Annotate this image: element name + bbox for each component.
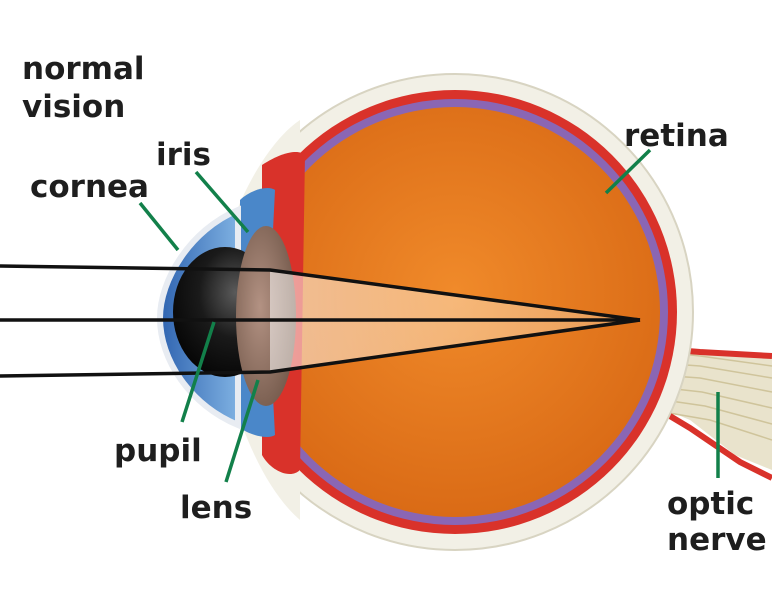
label-pupil: pupil (114, 433, 202, 469)
leader-pupil (180, 321, 216, 423)
leader-lines (138, 148, 720, 483)
label-optic-line-1: optic (667, 486, 755, 522)
leader-cornea (138, 201, 180, 252)
label-cornea: cornea (30, 169, 149, 205)
light-ray-top (0, 264, 641, 322)
light-ray-bottom (0, 318, 641, 378)
label-optic-line-2: nerve (667, 522, 767, 558)
label-retina: retina (624, 118, 729, 154)
label-lens: lens (180, 490, 253, 526)
leader-iris (194, 170, 250, 234)
leader-retina (604, 148, 652, 195)
title-line-1: normal (22, 51, 145, 87)
light-rays (0, 264, 641, 378)
title-line-2: vision (22, 89, 126, 125)
label-iris: iris (156, 137, 211, 173)
leader-lens (224, 379, 260, 483)
